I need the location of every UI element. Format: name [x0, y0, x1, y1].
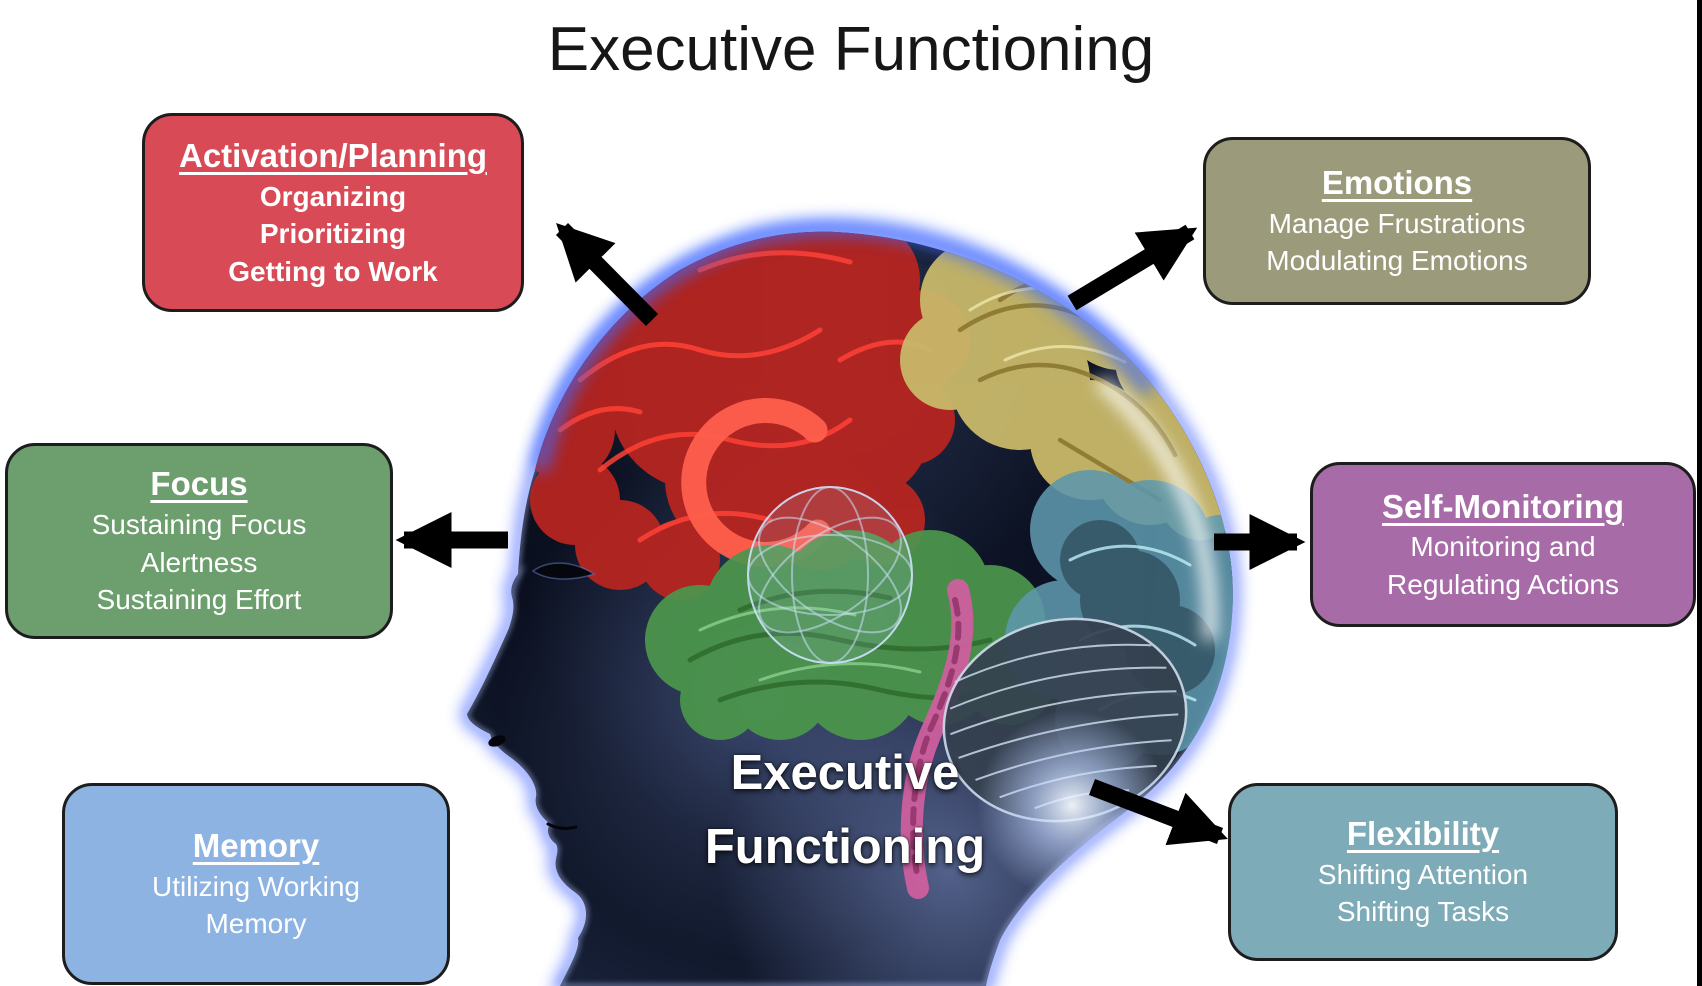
eye	[531, 562, 596, 580]
box-activation-line: Getting to Work	[228, 255, 438, 287]
box-emotions-title: Emotions	[1321, 164, 1473, 202]
box-emotions: Emotions Manage Frustrations Modulating …	[1203, 137, 1591, 305]
brow-highlight	[510, 565, 526, 601]
box-focus-title: Focus	[150, 465, 248, 503]
box-self-monitoring-line: Regulating Actions	[1387, 568, 1619, 600]
arrow-flexibility	[1088, 779, 1228, 846]
box-emotions-line: Manage Frustrations	[1268, 207, 1526, 239]
center-label-line2: Functioning	[704, 820, 986, 874]
page-title: Executive Functioning	[547, 15, 1155, 84]
box-focus-line: Sustaining Effort	[96, 584, 302, 616]
box-memory-title: Memory	[192, 827, 320, 865]
box-self-monitoring: Self-Monitoring Monitoring and Regulatin…	[1310, 462, 1696, 627]
box-flexibility-line: Shifting Tasks	[1336, 896, 1510, 928]
skull-back-glow	[1095, 374, 1218, 641]
box-focus-line: Sustaining Focus	[91, 509, 307, 541]
box-emotions-line: Modulating Emotions	[1266, 245, 1528, 277]
arrow-activation	[555, 223, 659, 326]
box-flexibility-title: Flexibility	[1346, 815, 1500, 853]
center-label-line1: Executive	[730, 746, 960, 800]
box-focus: Focus Sustaining Focus Alertness Sustain…	[5, 443, 393, 639]
arrow-emotions	[1067, 224, 1198, 311]
ventricle-wireframe	[747, 486, 913, 664]
box-memory-line: Memory	[205, 908, 307, 940]
crown-glow	[532, 219, 1157, 472]
box-flexibility: Flexibility Shifting Attention Shifting …	[1228, 783, 1618, 961]
box-flexibility-line: Shifting Attention	[1317, 858, 1529, 890]
box-activation-title: Activation/Planning	[178, 136, 488, 174]
center-label: Executive Functioning	[585, 736, 1105, 884]
box-activation-planning: Activation/Planning Organizing Prioritiz…	[142, 113, 524, 312]
arrows	[395, 223, 1306, 846]
box-activation-line: Prioritizing	[259, 218, 407, 250]
box-self-monitoring-title: Self-Monitoring	[1382, 487, 1624, 525]
nostril	[488, 735, 506, 747]
box-memory-line: Utilizing Working	[152, 870, 360, 902]
mouth-line	[546, 822, 578, 830]
brainstem	[900, 579, 974, 899]
slide-right-edge	[1697, 0, 1702, 986]
box-self-monitoring-line: Monitoring and	[1410, 531, 1596, 563]
box-focus-line: Alertness	[140, 546, 258, 578]
face-features	[488, 562, 596, 830]
box-activation-line: Organizing	[259, 180, 407, 212]
box-memory: Memory Utilizing Working Memory	[62, 783, 450, 985]
temporal-lobe-highlights	[698, 606, 922, 682]
